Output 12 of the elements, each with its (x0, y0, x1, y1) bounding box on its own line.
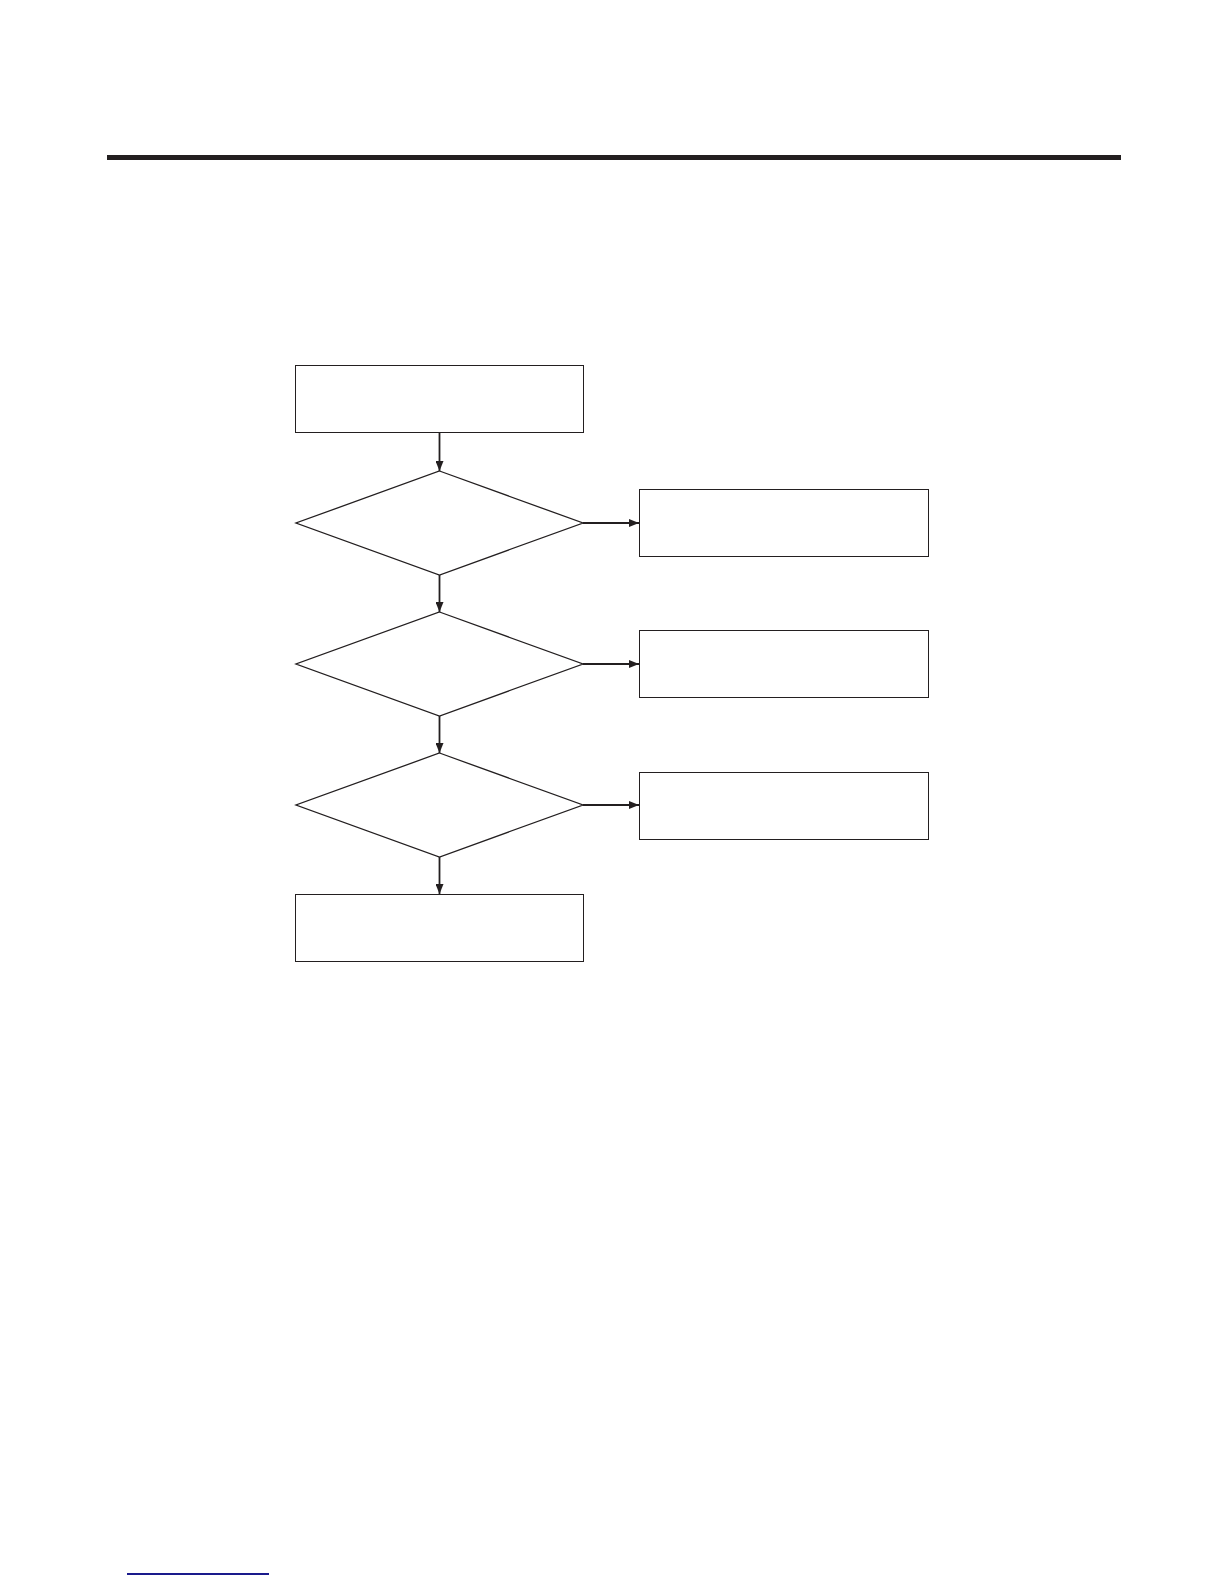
process-box (295, 365, 584, 433)
arrow (435, 856, 444, 895)
process-box (639, 489, 929, 557)
arrow (435, 715, 444, 754)
process-box (639, 630, 929, 698)
arrow (435, 432, 444, 472)
arrow (582, 519, 640, 527)
process-box (295, 894, 584, 962)
arrow (582, 801, 640, 809)
arrow (582, 660, 640, 668)
arrow (435, 574, 444, 613)
process-box (639, 772, 929, 840)
